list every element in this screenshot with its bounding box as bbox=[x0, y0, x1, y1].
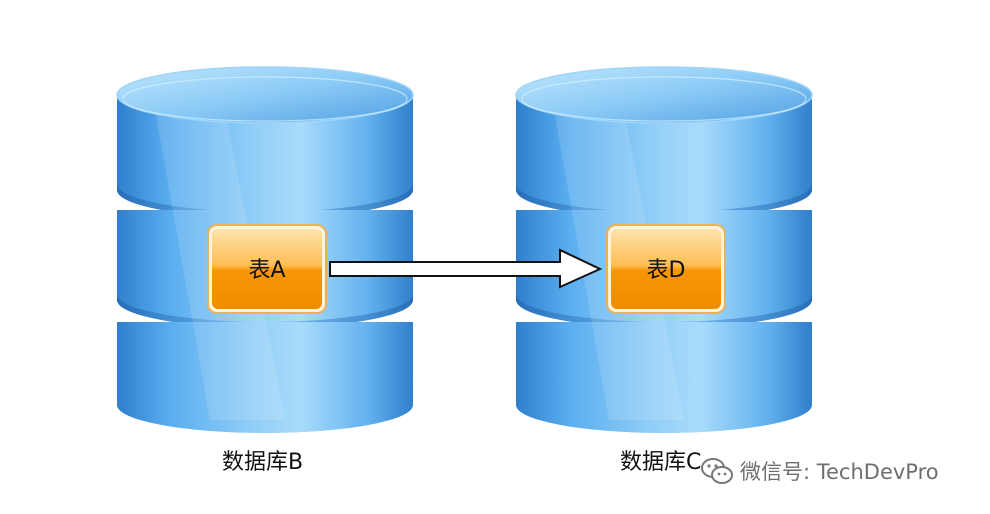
cylinder-groove bbox=[117, 294, 413, 328]
cylinder-top-rim bbox=[122, 76, 408, 122]
table-label: 表A bbox=[248, 258, 285, 283]
cylinder-segment bbox=[516, 95, 812, 218]
cylinder-groove bbox=[516, 294, 812, 328]
cylinder-segment bbox=[117, 322, 413, 433]
cylinder-segment bbox=[516, 322, 812, 433]
db-caption-c: 数据库C bbox=[620, 450, 702, 475]
cylinder-groove bbox=[516, 184, 812, 218]
cylinder-top bbox=[116, 66, 414, 124]
table-a: 表A bbox=[207, 224, 327, 314]
watermark-text: 微信号: TechDevPro bbox=[740, 460, 939, 484]
cylinder-segment bbox=[117, 95, 413, 218]
wechat-icon bbox=[701, 458, 733, 484]
cylinder-top bbox=[515, 66, 813, 124]
watermark: 微信号: TechDevPro bbox=[700, 456, 939, 486]
table-d: 表D bbox=[606, 224, 726, 314]
cylinder-groove bbox=[117, 184, 413, 218]
table-label: 表D bbox=[647, 258, 686, 283]
table-box-inner bbox=[611, 229, 721, 309]
arrow-a-to-d bbox=[329, 248, 603, 289]
table-box-inner bbox=[212, 229, 322, 309]
cylinder-top-rim bbox=[521, 76, 807, 122]
db-caption-b: 数据库B bbox=[222, 450, 304, 475]
